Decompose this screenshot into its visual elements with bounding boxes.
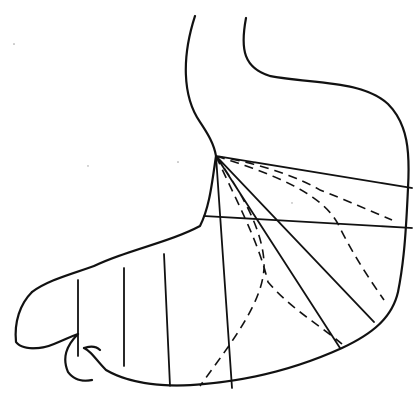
duodenum-outline [16, 292, 78, 348]
fan-line-solid-3 [216, 156, 374, 322]
transection-line-lower [204, 216, 412, 228]
scan-speck [87, 165, 88, 166]
transection-line-upper [216, 156, 412, 188]
fan-line-dashed-4 [216, 156, 392, 220]
fan-line-dashed-3 [216, 156, 384, 300]
antrum-division-line-3 [164, 254, 170, 386]
lesser-curvature-upper [186, 16, 216, 156]
scan-speck [291, 202, 292, 203]
scan-speck [177, 161, 179, 163]
scan-speck [13, 43, 15, 45]
